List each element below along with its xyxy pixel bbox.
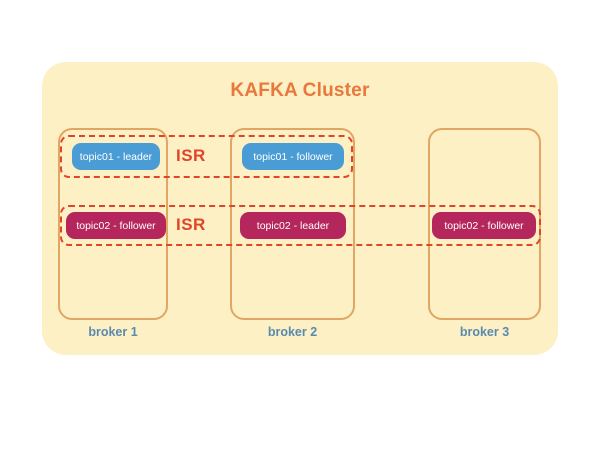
broker-label-3: broker 3 — [459, 325, 510, 339]
page-title: KAFKA Cluster — [230, 80, 370, 101]
partition-topic01-leader-broker1[interactable]: topic01 - leader — [72, 143, 160, 170]
broker-box-2 — [230, 128, 355, 320]
partition-topic01-follower-broker2[interactable]: topic01 - follower — [242, 143, 344, 170]
isr-label-topic02: ISR — [176, 215, 206, 234]
partition-topic02-follower-broker3[interactable]: topic02 - follower — [432, 212, 536, 239]
isr-label-topic01: ISR — [176, 146, 206, 165]
kafka-cluster-panel: KAFKA Cluster ISR ISR topic01 - leader t… — [42, 62, 558, 355]
broker-label-2: broker 2 — [267, 325, 318, 339]
isr-band-topic01 — [60, 135, 353, 178]
partition-topic02-follower-broker1[interactable]: topic02 - follower — [66, 212, 166, 239]
broker-box-1 — [58, 128, 168, 320]
broker-label-1: broker 1 — [88, 325, 138, 339]
isr-band-topic02 — [60, 205, 541, 246]
partition-topic02-leader-broker2[interactable]: topic02 - leader — [240, 212, 346, 239]
